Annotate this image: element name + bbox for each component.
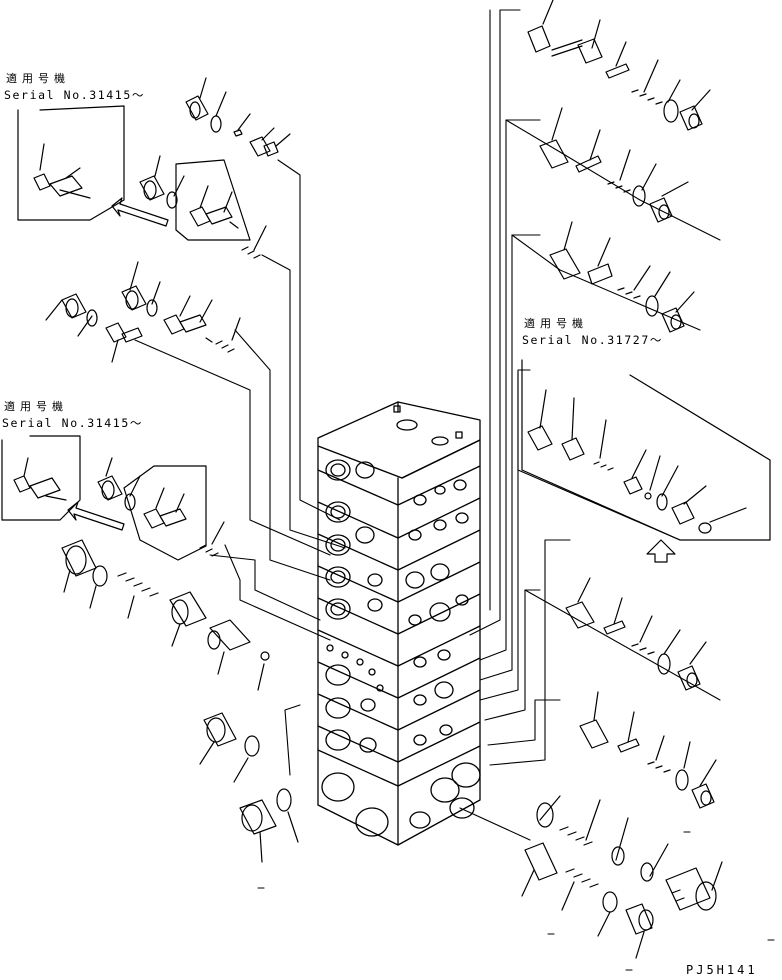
- parts-middle-left: [45, 261, 241, 363]
- note-a-title: 適用号機: [6, 72, 70, 85]
- dash-marks: [257, 831, 775, 971]
- inset-box-top-left: [17, 105, 125, 221]
- note-b-serial: Serial No.31415～: [2, 416, 143, 430]
- parts-row-5: [579, 691, 717, 809]
- parts-row-3: [549, 221, 695, 333]
- valve-body: [317, 401, 481, 846]
- note-b-title: 適用号機: [4, 400, 68, 413]
- parts-row-4: [565, 577, 707, 691]
- section-lines-right: [397, 465, 481, 787]
- parts-row-2: [539, 107, 689, 223]
- parts-row-1: [527, 0, 711, 131]
- drawing-number: PJ5H141: [686, 963, 758, 977]
- arrow-left-icon: [111, 197, 169, 227]
- parts-cluster-upper-left: [139, 155, 267, 259]
- inset-box-right: [521, 359, 771, 541]
- arrow-left-icon-2: [67, 501, 125, 531]
- arrow-up-icon: [646, 539, 676, 563]
- parts-cluster-lower-left: [97, 457, 225, 561]
- note-c-title: 適用号機: [524, 317, 588, 330]
- ports-left: [321, 459, 389, 837]
- parts-bottom-right: [521, 795, 723, 959]
- parts-bottom-left: [199, 712, 299, 863]
- note-a-serial: Serial No.31415～: [4, 88, 145, 102]
- note-c-serial: Serial No.31727～: [522, 333, 663, 347]
- ports-right: [405, 479, 481, 829]
- inset-box-middle-left: [1, 435, 81, 521]
- section-lines-left: [317, 469, 399, 787]
- leader-lines: [134, 9, 571, 841]
- parts-top-left: [185, 77, 291, 157]
- parts-lower-left-stack: [61, 539, 270, 691]
